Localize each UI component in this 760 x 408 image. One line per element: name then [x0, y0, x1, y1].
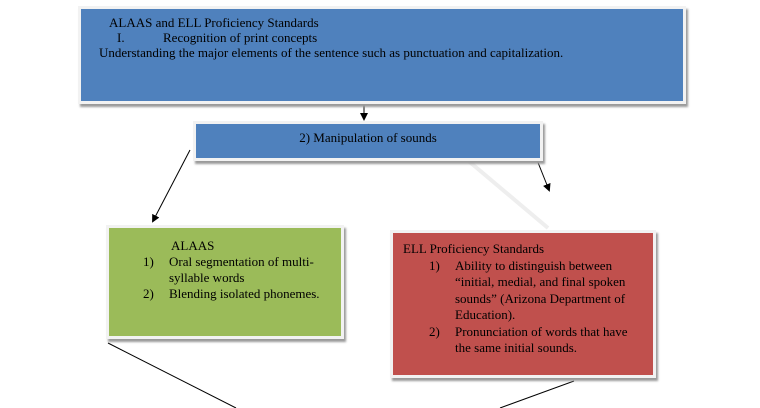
line-ell-bottom	[499, 380, 575, 408]
list-item: 1) Oral segmentation of multi-syllable wo…	[143, 254, 333, 286]
ell-box: ELL Proficiency Standards 1) Ability to d…	[390, 230, 656, 378]
list-item: 2) Pronunciation of words that have the s…	[429, 324, 645, 357]
heading: Recognition of print concepts	[163, 30, 318, 45]
top-title: ALAAS and ELL Proficiency Standards	[109, 15, 319, 30]
ell-title: ELL Proficiency Standards	[403, 241, 545, 256]
item-number: 1)	[429, 257, 440, 273]
list-item: 1) Ability to distinguish between “initia…	[429, 258, 645, 324]
line-alaas-bottom	[107, 342, 237, 408]
item-number: 2)	[429, 323, 440, 339]
arrow-middle-to-ell	[536, 159, 551, 192]
arrow-middle-to-alaas	[152, 149, 191, 223]
middle-box: 2) Manipulation of sounds	[193, 121, 543, 161]
top-heading: I. Recognition of print concepts	[109, 30, 673, 45]
item-text: Pronunciation of words that have the sam…	[455, 323, 628, 356]
item-text: Oral segmentation of multi-syllable word…	[169, 254, 314, 285]
item-text: Blending isolated phonemes.	[169, 286, 320, 301]
item-number: 2)	[143, 286, 154, 301]
item-text: Ability to distinguish between “initial,…	[455, 257, 626, 323]
middle-text: 2) Manipulation of sounds	[299, 130, 437, 145]
top-box: ALAAS and ELL Proficiency Standards I. Re…	[78, 6, 686, 104]
alaas-box: ALAAS 1) Oral segmentation of multi-sylla…	[106, 225, 344, 339]
item-number: 1)	[143, 254, 154, 269]
numeral: I.	[117, 30, 125, 45]
list-item: 2) Blending isolated phonemes.	[143, 286, 333, 302]
white-connector	[463, 156, 550, 230]
top-text: Understanding the major elements of the …	[99, 45, 564, 60]
alaas-title: ALAAS	[171, 238, 215, 253]
